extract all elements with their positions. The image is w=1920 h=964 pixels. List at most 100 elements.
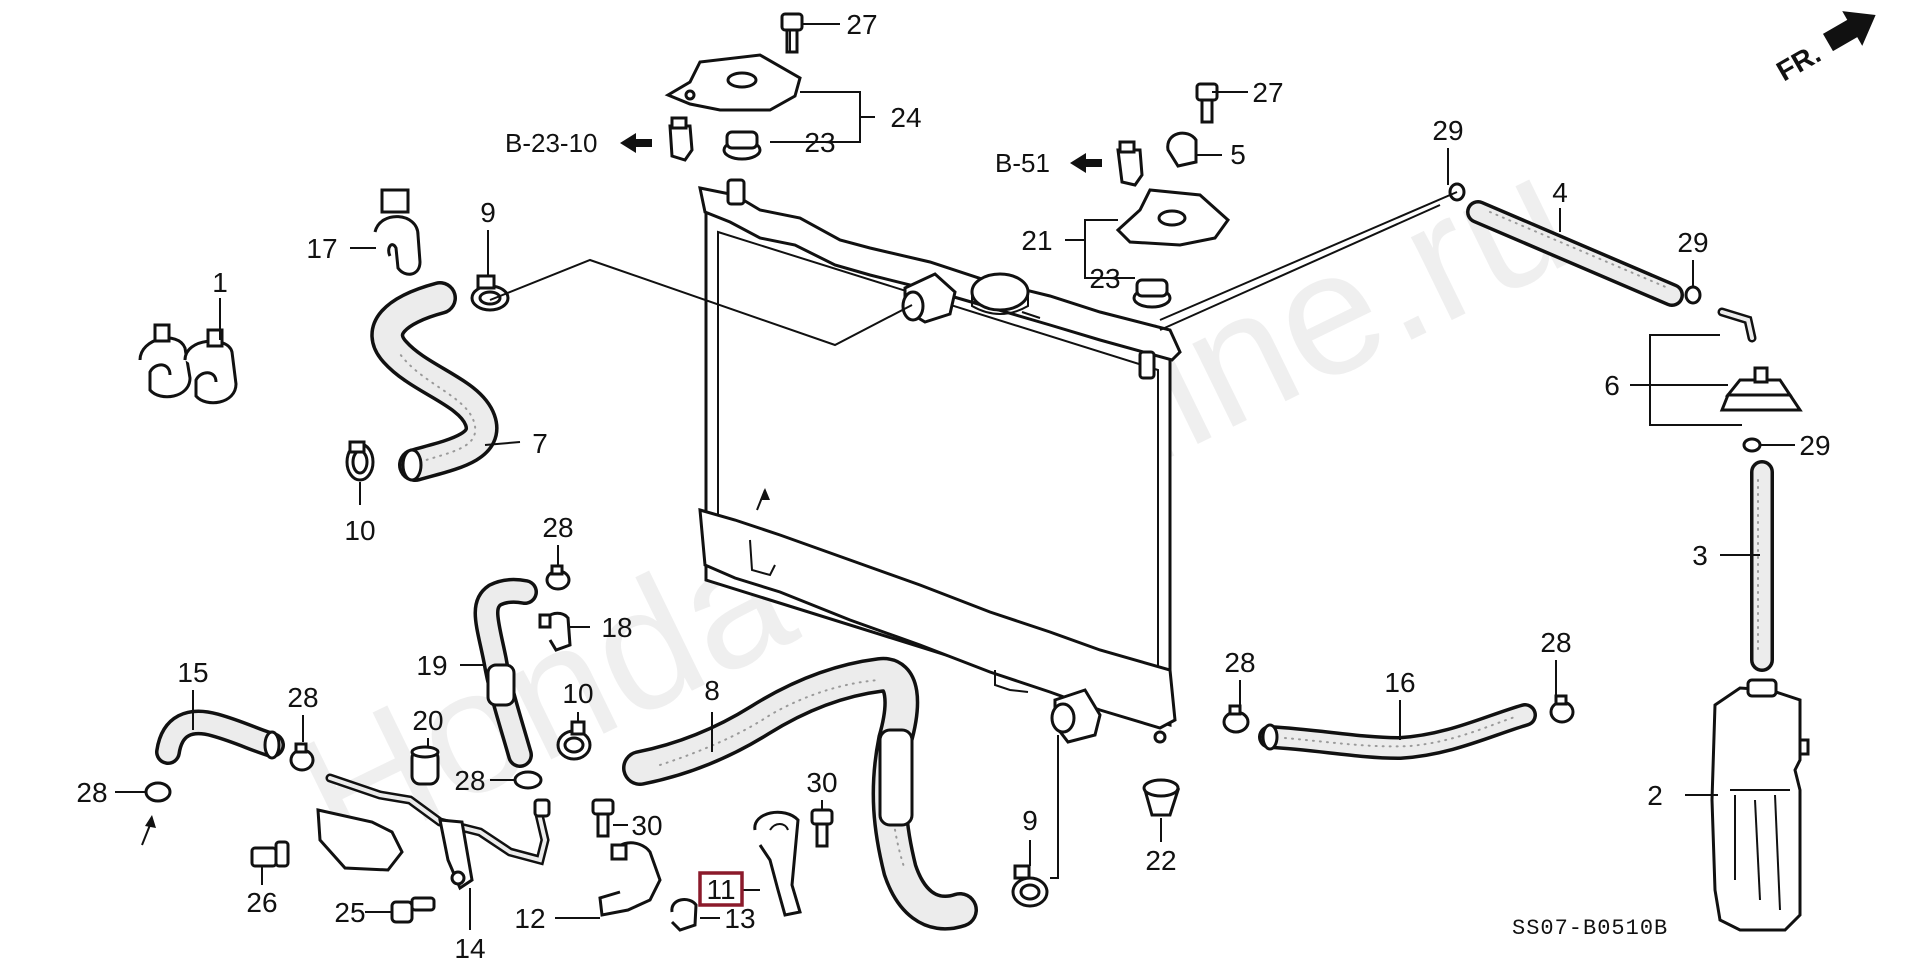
- label-part-25[interactable]: 25: [334, 897, 365, 928]
- reference-label[interactable]: B-51: [995, 148, 1050, 178]
- label-part-23-upper[interactable]: 23: [804, 127, 835, 158]
- clamp-28-b[interactable]: [289, 742, 315, 772]
- clamp-10-lower[interactable]: [556, 720, 592, 761]
- grommet-23-lower[interactable]: [1132, 278, 1172, 309]
- label-part-26[interactable]: 26: [246, 887, 277, 918]
- label-part-13[interactable]: 13: [724, 903, 755, 934]
- reference-b-51[interactable]: B-51: [995, 148, 1102, 178]
- label-part-3[interactable]: 3: [1692, 540, 1708, 571]
- hose-19[interactable]: [473, 577, 538, 768]
- bolt-30-a[interactable]: [591, 798, 615, 838]
- clamp-28-a[interactable]: [144, 781, 172, 803]
- clamp-28-f[interactable]: [1549, 694, 1575, 724]
- label-part-29-a[interactable]: 29: [1432, 115, 1463, 146]
- arrow-left-icon: [620, 133, 652, 153]
- bolt-27-top[interactable]: [780, 12, 804, 54]
- label-part-30-b[interactable]: 30: [806, 767, 837, 798]
- clamp-28-c[interactable]: [513, 770, 543, 790]
- hose-4[interactable]: [1466, 200, 1684, 307]
- label-part-22[interactable]: 22: [1145, 845, 1176, 876]
- clamp-10-upper[interactable]: [345, 440, 375, 482]
- highlight-box-part-11: [698, 871, 744, 907]
- label-part-19[interactable]: 19: [416, 650, 447, 681]
- bolt-30-b[interactable]: [810, 808, 834, 848]
- bracket-11[interactable]: [753, 810, 802, 917]
- bolt-26[interactable]: [250, 840, 290, 868]
- bracket-24[interactable]: [664, 53, 802, 112]
- label-part-12[interactable]: 12: [514, 903, 545, 934]
- label-part-7[interactable]: 7: [532, 428, 548, 459]
- label-part-15[interactable]: 15: [177, 657, 208, 688]
- bolt-25[interactable]: [390, 896, 436, 924]
- grommet-22[interactable]: [1142, 778, 1181, 817]
- reference-label[interactable]: B-23-10: [505, 128, 598, 158]
- reference-b-23-10[interactable]: B-23-10: [505, 128, 652, 158]
- label-part-5[interactable]: 5: [1230, 139, 1246, 170]
- label-part-10-lower[interactable]: 10: [562, 678, 593, 709]
- arrow-left-icon: [1070, 153, 1102, 173]
- label-part-28-e[interactable]: 28: [1224, 647, 1255, 678]
- label-part-28-a[interactable]: 28: [76, 777, 107, 808]
- label-part-20[interactable]: 20: [412, 705, 443, 736]
- label-part-29-c[interactable]: 29: [1799, 430, 1830, 461]
- cap-6[interactable]: [1717, 307, 1803, 412]
- label-part-28-f[interactable]: 28: [1540, 627, 1571, 658]
- clamp-17[interactable]: [373, 188, 422, 276]
- label-part-24[interactable]: 24: [890, 102, 921, 133]
- label-part-1[interactable]: 1: [212, 267, 228, 298]
- lower-radiator-hose[interactable]: [622, 656, 978, 931]
- label-part-6[interactable]: 6: [1604, 370, 1620, 401]
- clamp-28-e[interactable]: [1222, 704, 1250, 734]
- label-part-28-c[interactable]: 28: [454, 765, 485, 796]
- grommet-20[interactable]: [410, 745, 440, 786]
- label-part-17[interactable]: 17: [306, 233, 337, 264]
- hose-15[interactable]: [155, 709, 285, 765]
- bracket-21[interactable]: [1115, 188, 1231, 247]
- clamp-9-lower[interactable]: [1011, 864, 1049, 908]
- radiator[interactable]: [698, 178, 1182, 744]
- label-part-11[interactable]: 11: [706, 874, 735, 905]
- bracket-12[interactable]: [598, 841, 662, 917]
- reservoir-tank[interactable]: [1710, 678, 1810, 932]
- clip-5[interactable]: [1166, 131, 1198, 168]
- label-part-18[interactable]: 18: [601, 612, 632, 643]
- upper-radiator-hose[interactable]: [370, 281, 499, 482]
- label-part-9-upper[interactable]: 9: [480, 197, 496, 228]
- label-part-30-a[interactable]: 30: [631, 810, 662, 841]
- diagram-code: SS07-B0510B: [1512, 916, 1668, 941]
- label-part-23-lower[interactable]: 23: [1089, 263, 1120, 294]
- mount-clip-right[interactable]: [1116, 140, 1144, 187]
- label-part-2[interactable]: 2: [1647, 780, 1663, 811]
- clamp-1[interactable]: [138, 323, 238, 405]
- hose-3[interactable]: [1750, 460, 1774, 672]
- clip-13[interactable]: [670, 898, 698, 932]
- label-part-14[interactable]: 14: [454, 933, 485, 964]
- label-part-28-b[interactable]: 28: [287, 682, 318, 713]
- clip-18[interactable]: [538, 611, 572, 652]
- clip-29-c[interactable]: [1742, 437, 1762, 453]
- bolt-27-right[interactable]: [1195, 82, 1219, 124]
- arrow-up-right-icon: [1822, 11, 1876, 52]
- front-direction-label: FR.: [1771, 38, 1826, 87]
- hose-16[interactable]: [1258, 703, 1537, 761]
- label-part-9-lower[interactable]: 9: [1022, 805, 1038, 836]
- label-part-4[interactable]: 4: [1552, 177, 1568, 208]
- label-part-28-d[interactable]: 28: [542, 512, 573, 543]
- clamp-9-upper[interactable]: [470, 274, 510, 312]
- front-direction-indicator: FR.: [1771, 11, 1876, 87]
- clamp-28-d[interactable]: [545, 564, 571, 591]
- leader-lines: [115, 23, 1795, 930]
- clip-29-b[interactable]: [1684, 285, 1702, 305]
- label-part-27-top[interactable]: 27: [846, 9, 877, 40]
- label-part-16[interactable]: 16: [1384, 667, 1415, 698]
- label-part-10-upper[interactable]: 10: [344, 515, 375, 546]
- grommet-23-upper[interactable]: [722, 130, 762, 161]
- mount-clip-left[interactable]: [668, 116, 694, 162]
- label-part-8[interactable]: 8: [704, 675, 720, 706]
- label-part-29-b[interactable]: 29: [1677, 227, 1708, 258]
- label-part-21[interactable]: 21: [1021, 225, 1052, 256]
- label-part-27-right[interactable]: 27: [1252, 77, 1283, 108]
- pipe-assembly-14[interactable]: [316, 773, 551, 891]
